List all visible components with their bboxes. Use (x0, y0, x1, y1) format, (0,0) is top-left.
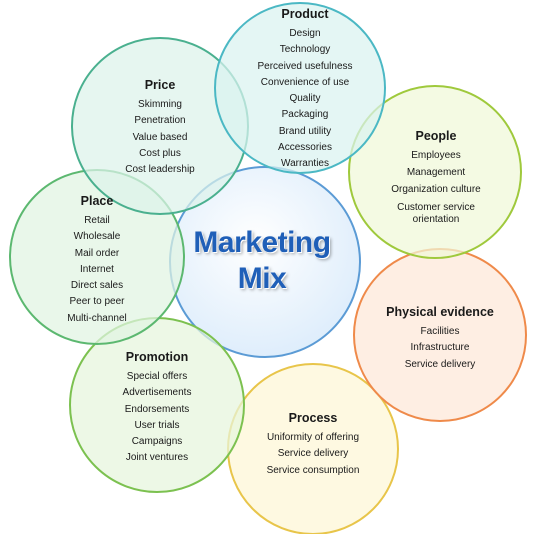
list-item: Direct sales (70, 280, 124, 292)
list-item: Cost plus (139, 147, 181, 159)
list-item: Advertisements (122, 387, 192, 399)
center-title: Marketing Mix (182, 225, 342, 297)
list-item: Multi-channel (67, 312, 127, 324)
list-item: Endorsements (124, 403, 190, 415)
center-title-line-2: Mix (237, 262, 287, 295)
list-item: Employees (411, 150, 461, 161)
process-title: Process (288, 411, 338, 425)
physical-evidence-list: Facilities Infrastructure Service delive… (365, 324, 515, 373)
list-item: Retail (84, 215, 110, 226)
product-list: Design Technology Perceived usefulness C… (230, 26, 380, 173)
list-item: Accessories (278, 142, 332, 154)
price-title: Price (144, 78, 176, 92)
people-title: People (415, 129, 457, 143)
list-item: Customer service (397, 202, 475, 214)
price-list: Skimming Penetration Value based Cost pl… (85, 97, 235, 178)
list-item: Technology (279, 44, 331, 56)
place-list: Retail Wholesale Mail order Internet Dir… (22, 213, 172, 327)
list-item: User trials (134, 419, 180, 431)
product-title: Product (281, 7, 329, 21)
list-item: Wholesale (73, 231, 121, 243)
list-item: Value based (132, 131, 188, 143)
list-item: Campaigns (131, 436, 183, 448)
product-bubble (214, 2, 386, 174)
list-item: Penetration (134, 115, 186, 127)
list-item: Brand utility (278, 125, 332, 137)
people-label-group: People Employees Management Organization… (361, 129, 511, 226)
list-item: Quality (289, 93, 321, 105)
product-label-group: Product Design Technology Perceived usef… (230, 7, 380, 173)
list-item: Perceived usefulness (257, 60, 353, 72)
list-item: Warranties (281, 158, 329, 170)
list-item: Peer to peer (69, 296, 125, 308)
promotion-list: Special offers Advertisements Endorsemen… (82, 369, 232, 467)
list-item: orientation (412, 214, 460, 226)
list-item: Design (289, 28, 321, 39)
list-item: Skimming (138, 99, 182, 110)
process-list: Uniformity of offering Service delivery … (238, 430, 388, 479)
list-item: Packaging (281, 109, 329, 121)
list-item: Service delivery (404, 358, 476, 370)
promotion-label-group: Promotion Special offers Advertisements … (82, 350, 232, 467)
people-bubble (348, 85, 522, 259)
physical-evidence-title: Physical evidence (386, 305, 494, 319)
list-item: Facilities (420, 326, 460, 337)
list-item: Cost leadership (125, 164, 195, 176)
people-list: Employees Management Organization cultur… (361, 148, 511, 226)
physical-evidence-label-group: Physical evidence Facilities Infrastruct… (365, 305, 515, 373)
list-item: Organization culture (391, 183, 481, 195)
list-item: Management (406, 166, 466, 178)
promotion-title: Promotion (125, 350, 189, 364)
list-item: Convenience of use (260, 76, 350, 88)
place-title: Place (80, 194, 114, 208)
list-item: Infrastructure (410, 342, 470, 354)
list-item: Uniformity of offering (266, 432, 360, 443)
list-item: Mail order (74, 247, 120, 259)
list-item: Joint ventures (125, 452, 189, 464)
list-item: Service consumption (266, 464, 360, 476)
center-title-line-1: Marketing (193, 226, 331, 259)
place-label-group: Place Retail Wholesale Mail order Intern… (22, 194, 172, 327)
list-item: Service delivery (277, 448, 349, 460)
list-item: Special offers (126, 371, 188, 382)
process-label-group: Process Uniformity of offering Service d… (238, 411, 388, 479)
price-label-group: Price Skimming Penetration Value based C… (85, 78, 235, 178)
list-item: Internet (80, 263, 114, 275)
